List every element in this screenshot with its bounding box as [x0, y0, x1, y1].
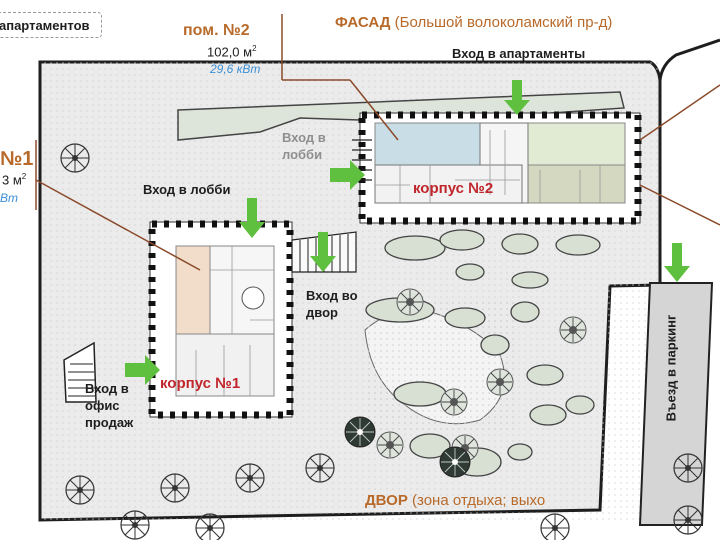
courtyard-title: ДВОР [365, 492, 408, 509]
room-1-area: 3 м2 [2, 172, 26, 187]
sales-line-1: Вход в [85, 381, 129, 396]
arrow-lobby-b1 [239, 198, 265, 238]
courtyard-entry-line-1: Вход во [306, 288, 358, 303]
arrow-sales [125, 355, 160, 385]
road-edge [658, 38, 720, 81]
entrance-courtyard-label: Вход во двор [306, 287, 358, 321]
callout-lines [35, 14, 720, 271]
green-patches [365, 229, 601, 477]
legend-text: апартаментов [0, 18, 90, 33]
courtyard-label: ДВОР (зона отдыха; выхо [365, 492, 545, 509]
lobby-b2-line-1: Вход в [282, 130, 326, 145]
room-2-area-unit-sup: 2 [252, 44, 257, 53]
entrance-sales-label: Вход в офис продаж [85, 380, 133, 431]
room-1-area-unit-sup: 2 [21, 172, 27, 181]
entrance-lobby-b1-label: Вход в лобби [143, 182, 231, 197]
sales-line-2: офис [85, 398, 120, 413]
entrance-lobby-b2-label: Вход в лобби [282, 129, 326, 163]
lobby-b2-line-2: лобби [282, 147, 323, 162]
arrow-courtyard [310, 232, 336, 272]
parking-entry-label: Въезд в паркинг [663, 314, 679, 422]
facade-label: ФАСАД [335, 14, 391, 31]
room-2-area: 102,0 м2 [207, 44, 257, 59]
entrance-apartments-label: Вход в апартаменты [452, 46, 586, 61]
building-1 [148, 220, 357, 419]
parking-ramp [638, 282, 714, 526]
building-2 [352, 111, 642, 225]
sales-stairs [63, 341, 97, 403]
facade-street: (Большой волоколамский пр-д) [394, 14, 613, 31]
room-1-power: Вт [0, 191, 18, 205]
room-1-title: №1 [0, 148, 34, 170]
room-2-power: 29,6 кВт [210, 62, 261, 76]
entrance-arrows [125, 80, 690, 385]
apartments-legend-box: апартаментов [0, 12, 102, 38]
building-2-label: корпус №2 [413, 180, 494, 197]
room-1-area-value: 3 м [2, 172, 22, 188]
arrow-apartments [504, 80, 530, 115]
courtyard-subtitle: (зона отдыха; выхо [412, 492, 546, 509]
courtyard-entry-line-2: двор [306, 305, 338, 320]
building-1-label: корпус №1 [160, 375, 241, 392]
room-2-area-value: 102,0 м [207, 44, 253, 60]
facade-title: ФАСАД (Большой волоколамский пр-д) [335, 14, 612, 31]
sales-line-3: продаж [85, 415, 134, 430]
arrow-parking [664, 243, 690, 282]
arrow-lobby-b2 [330, 160, 365, 190]
room-2-title: пом. №2 [183, 22, 250, 39]
